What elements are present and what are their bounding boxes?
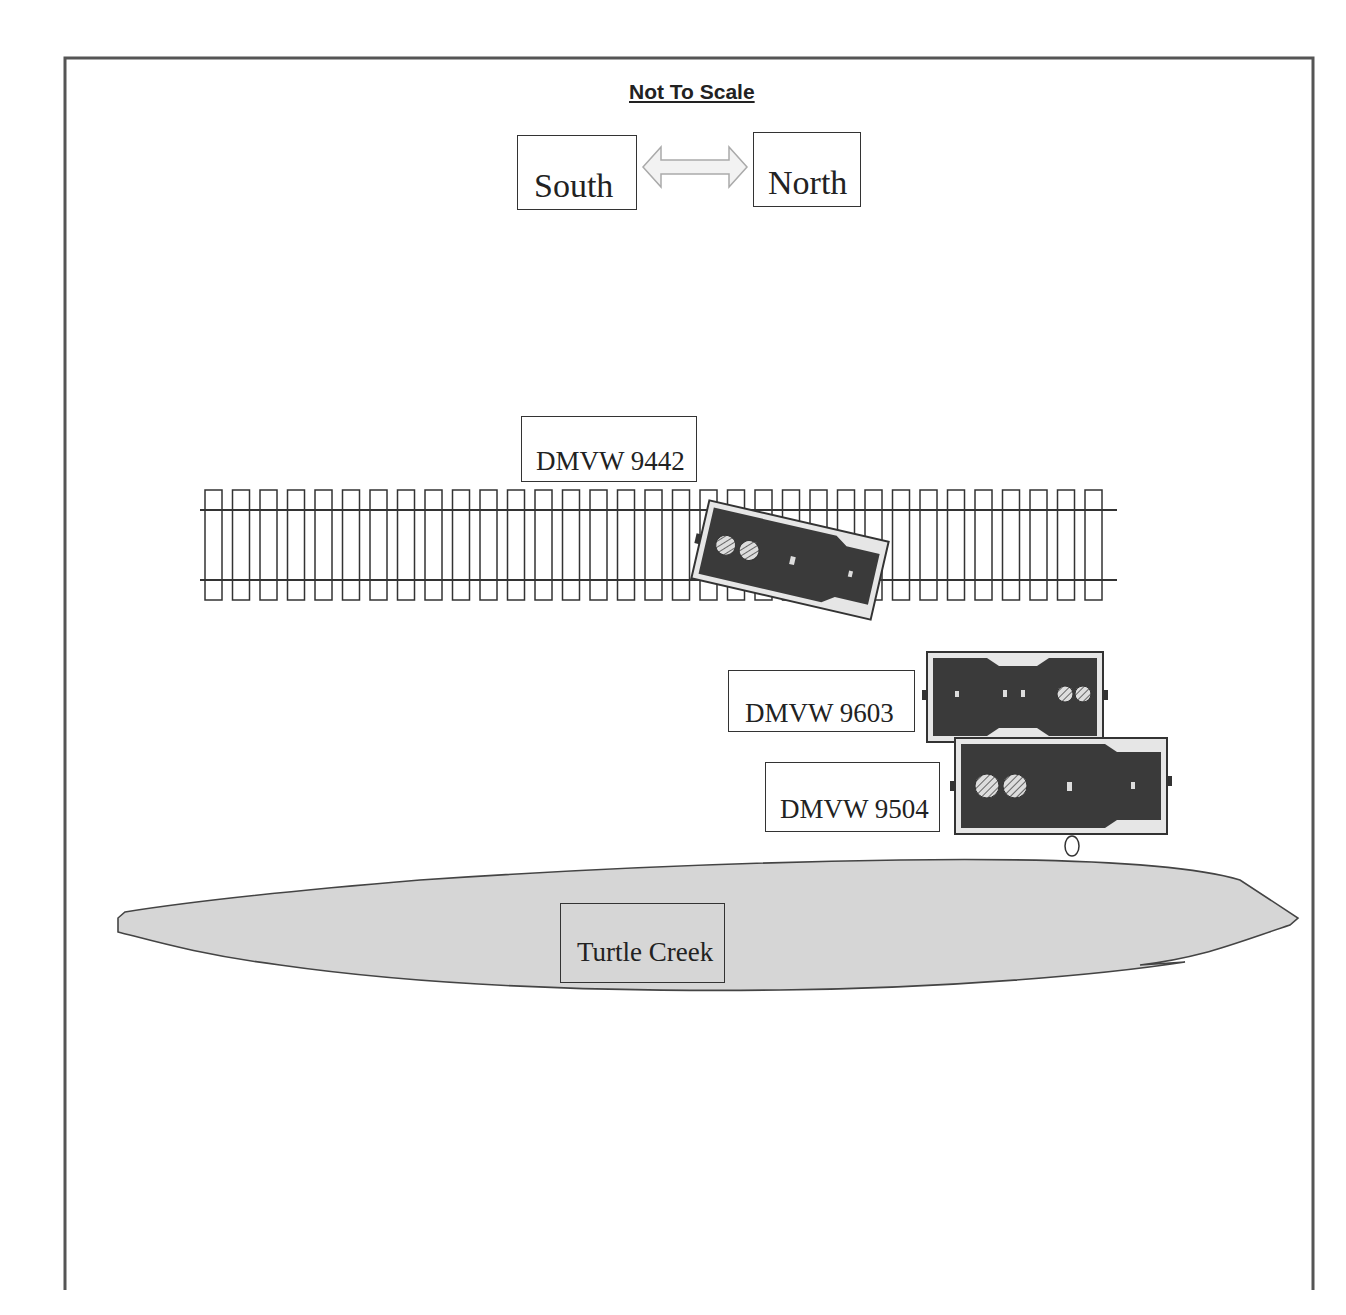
railroad-track <box>200 490 1117 600</box>
node-text: North <box>768 164 847 202</box>
rail-car <box>950 738 1172 856</box>
node-text: Turtle Creek <box>577 937 713 968</box>
node-text: DMVW 9603 <box>745 698 894 729</box>
frame <box>65 58 1313 1290</box>
creek-label-box: Turtle Creek <box>560 903 725 983</box>
direction-arrow <box>643 147 747 187</box>
direction-box: South <box>517 135 637 210</box>
creek <box>118 860 1298 991</box>
node-text: DMVW 9504 <box>780 794 929 825</box>
car-label-box: DMVW 9603 <box>728 670 915 732</box>
car-label-box: DMVW 9442 <box>521 416 697 482</box>
rail-car <box>686 499 888 619</box>
direction-box: North <box>753 132 861 207</box>
scale-note: Not To Scale <box>629 80 755 104</box>
car-label-box: DMVW 9504 <box>765 762 940 832</box>
rail-car <box>922 652 1108 742</box>
node-text: DMVW 9442 <box>536 446 685 477</box>
node-text: South <box>534 167 613 205</box>
